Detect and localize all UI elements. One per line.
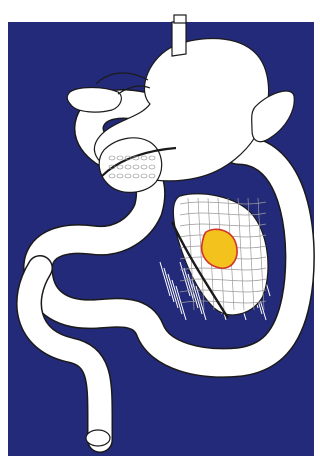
gallbladder — [67, 88, 121, 113]
esophagus-cap — [174, 15, 186, 23]
esophagus — [172, 22, 186, 56]
lesion — [202, 229, 237, 268]
bowel-end — [86, 430, 110, 446]
